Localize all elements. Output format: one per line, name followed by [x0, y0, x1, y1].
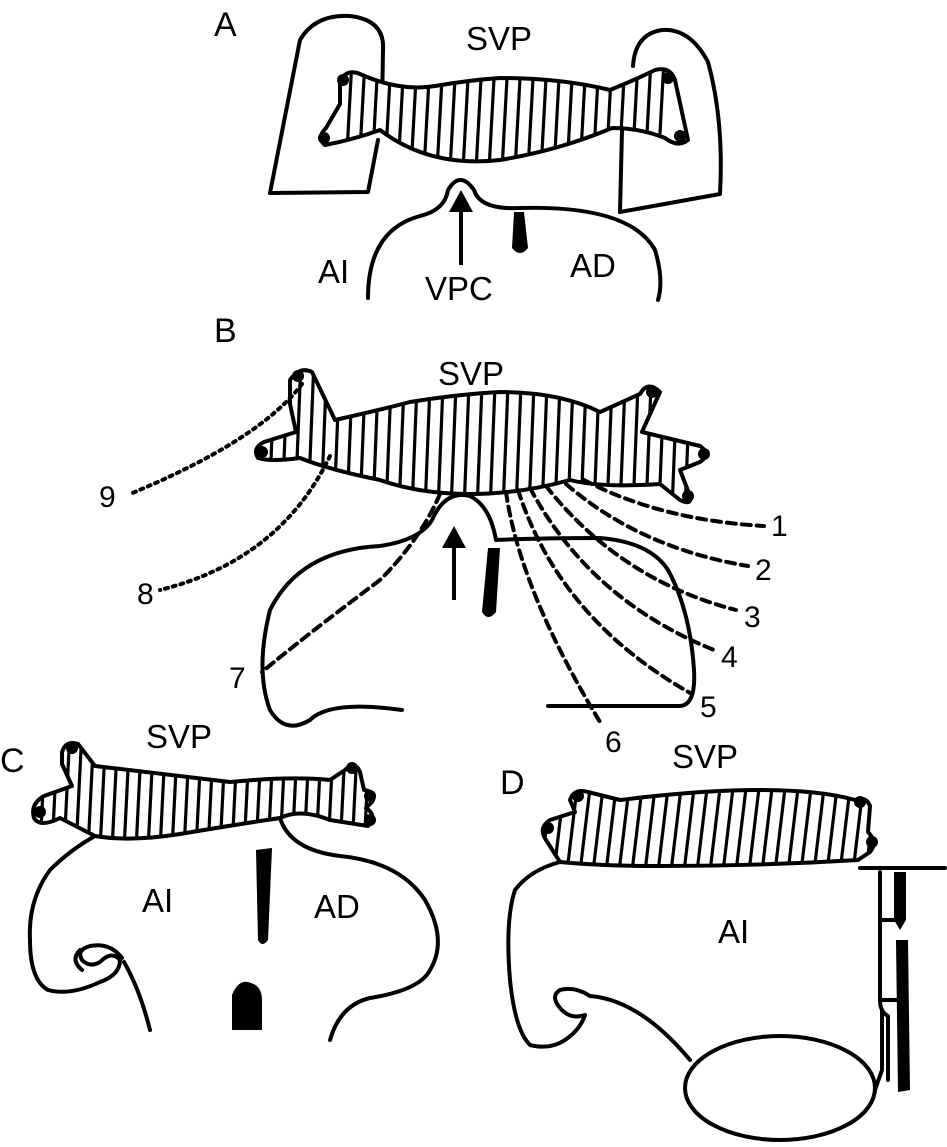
label-number-2: 2 — [755, 554, 772, 587]
label-number-8: 8 — [137, 578, 154, 611]
atrium-outline-b — [263, 495, 695, 726]
vein-orifice-icon — [364, 790, 376, 802]
small-loop-icon — [555, 989, 590, 1017]
vein-orifice-icon — [66, 742, 78, 754]
atrium-lower-d — [590, 996, 690, 1060]
arrow-up-icon — [449, 190, 473, 212]
vein-orifice-icon — [364, 814, 376, 826]
label-number-4: 4 — [721, 641, 738, 674]
atrium-outline-right-c — [280, 818, 438, 1040]
ad-label-a: AD — [570, 247, 616, 284]
vein-orifice-icon — [682, 490, 694, 502]
vein-orifice-icon — [337, 74, 349, 86]
svp-label-d: SVP — [672, 738, 738, 775]
label-number-9: 9 — [99, 481, 116, 514]
panel-c: C SVP AI AD — [0, 718, 438, 1040]
vein-orifice-icon — [542, 822, 554, 834]
svp-label-c: SVP — [146, 718, 212, 755]
panel-letter-b: B — [214, 312, 237, 350]
valve-ring-d — [685, 1036, 875, 1140]
septum-base-c — [232, 982, 262, 1030]
vein-orifice-icon — [318, 132, 330, 144]
ad-label-c: AD — [314, 888, 360, 925]
vein-orifice-icon — [674, 130, 686, 142]
atrium-outline-c — [30, 836, 122, 992]
leader-line-2 — [566, 484, 748, 566]
leader-line-5 — [518, 490, 692, 694]
atrium-outline-d — [508, 862, 585, 1047]
vein-orifice-icon — [854, 796, 866, 808]
ai-label-a: AI — [318, 253, 349, 290]
right-lobe-inner-a — [620, 130, 622, 212]
vein-orifice-icon — [866, 836, 878, 848]
panel-d: D SVP AI — [500, 738, 945, 1140]
panel-b: B SVP 1 2 3 4 5 6 7 8 9 — [99, 312, 788, 759]
panel-letter-d: D — [500, 764, 525, 802]
panel-a: A SVP AI VPC AD — [214, 6, 721, 307]
panel-letter-a: A — [214, 6, 237, 44]
vein-orifice-icon — [698, 448, 710, 460]
svp-label-b: SVP — [438, 355, 504, 392]
septum-bar-d — [896, 940, 910, 1092]
label-number-1: 1 — [771, 510, 788, 543]
vein-orifice-icon — [572, 790, 584, 802]
svp-body-c — [33, 743, 374, 839]
label-number-5: 5 — [700, 691, 717, 724]
vein-orifice-icon — [346, 762, 358, 774]
label-number-3: 3 — [744, 601, 761, 634]
vein-orifice-icon — [256, 446, 268, 458]
label-number-7: 7 — [229, 662, 246, 695]
panel-letter-c: C — [0, 742, 25, 780]
svp-label-a: SVP — [466, 20, 532, 57]
vein-orifice-icon — [662, 72, 674, 84]
arrow-up-icon — [442, 526, 466, 548]
vein-orifice-icon — [646, 386, 658, 398]
ai-label-d: AI — [718, 913, 749, 950]
label-number-6: 6 — [605, 726, 622, 759]
left-lobe-base-a — [270, 140, 378, 193]
atrium-lower-left-c — [124, 962, 150, 1030]
vein-orifice-icon — [34, 806, 46, 818]
septum-bar-c — [256, 848, 272, 944]
septum-bar-b — [482, 548, 500, 617]
septum-bar-a — [512, 212, 528, 253]
ai-label-c: AI — [142, 882, 173, 919]
atrium-right-wall-d — [875, 1010, 882, 1090]
vein-orifice-icon — [292, 370, 304, 382]
vpc-label: VPC — [425, 270, 493, 307]
